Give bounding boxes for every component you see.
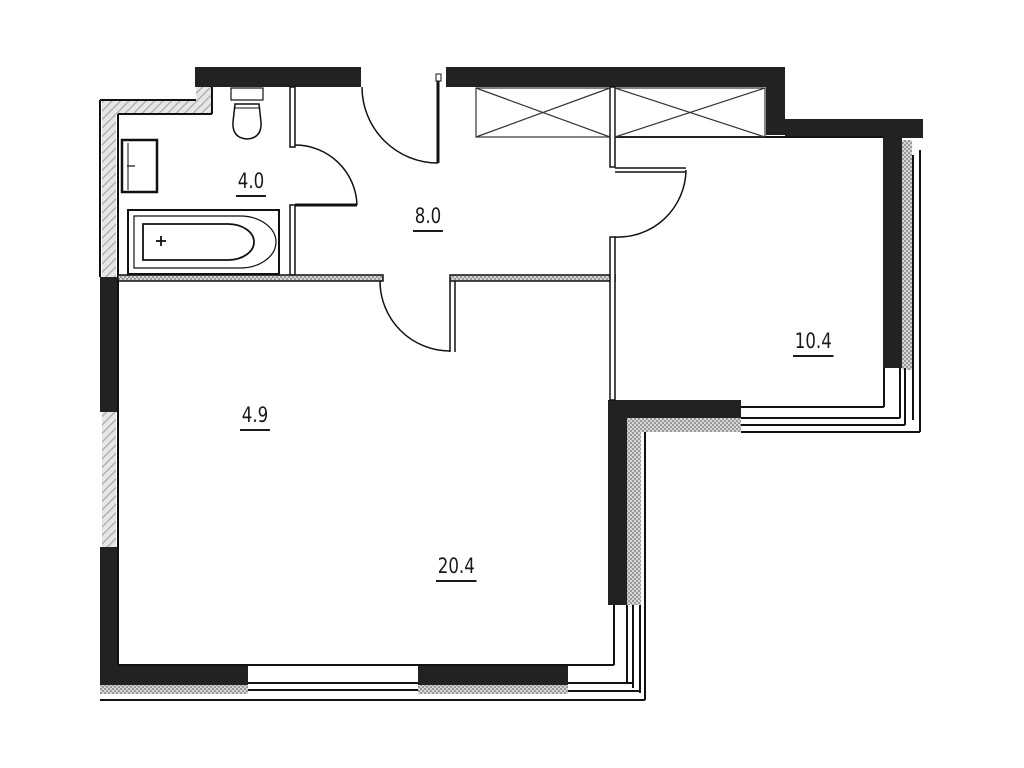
exterior-walls [100,67,923,685]
room-area-hallway: 8.0 [413,205,443,232]
closet [475,87,766,138]
door-swings [294,86,687,352]
room-area-bedroom: 10.4 [793,330,834,357]
toilet-tank [230,87,264,101]
toilet-bowl [232,103,262,140]
bathtub-outer [127,209,280,275]
insulation-hatch [100,87,912,694]
sink [120,138,159,194]
room-area-bathroom: 4.0 [236,170,266,197]
outline-lines [99,87,921,701]
bathroom-fixtures [120,87,280,275]
interior-partitions [117,73,686,401]
room-area-kitchen: 4.9 [240,404,270,431]
room-area-living-room: 20.4 [436,555,477,582]
